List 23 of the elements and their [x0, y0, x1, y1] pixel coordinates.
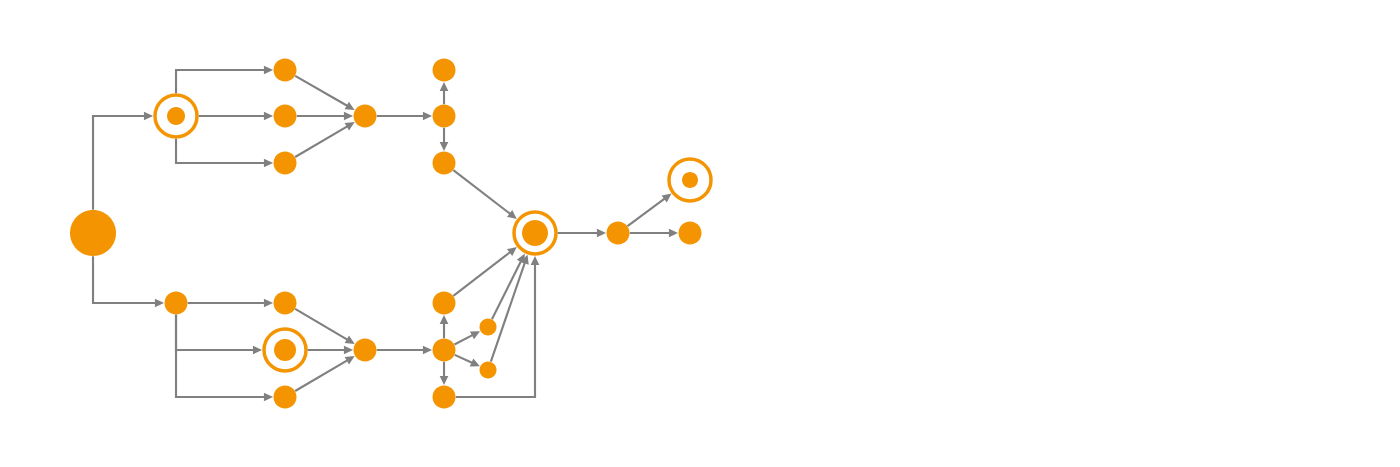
circle-node [70, 210, 116, 256]
ring-node [667, 157, 713, 203]
circle-node [432, 104, 456, 128]
ring-node [512, 210, 558, 256]
circle-node [353, 338, 377, 362]
circle-node [432, 338, 456, 362]
circle-node [479, 318, 497, 336]
circle-node [273, 385, 297, 409]
circle-node [432, 385, 456, 409]
circle-node [273, 291, 297, 315]
ring-node [153, 93, 199, 139]
circle-node [606, 221, 630, 245]
circle-node [432, 58, 456, 82]
circle-node [273, 58, 297, 82]
circle-node [164, 291, 188, 315]
circle-node [432, 291, 456, 315]
ring-node [262, 327, 308, 373]
circle-node [353, 104, 377, 128]
circle-node [273, 151, 297, 175]
circle-node [273, 104, 297, 128]
circle-node [479, 361, 497, 379]
circle-node [678, 221, 702, 245]
circle-node [432, 151, 456, 175]
